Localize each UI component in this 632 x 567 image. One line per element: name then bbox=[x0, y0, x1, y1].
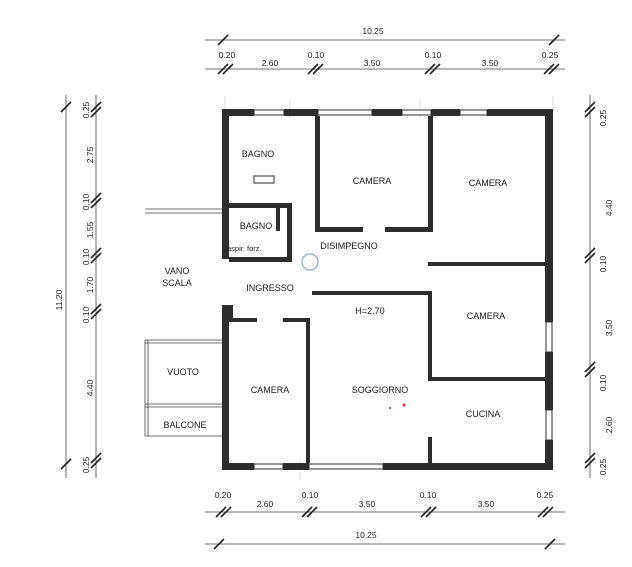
top-dim-4: 0.10 bbox=[425, 50, 442, 60]
bottom-dim-2: 0.10 bbox=[302, 490, 319, 500]
right-dim-4: 0.10 bbox=[598, 374, 608, 391]
room-label-vano: VANO bbox=[165, 266, 190, 276]
top-dim-1: 2.60 bbox=[262, 58, 279, 68]
room-label-vuoto: VUOTO bbox=[167, 367, 199, 377]
left-dim-7: 4.40 bbox=[85, 379, 95, 396]
bottom-dim-1: 2.60 bbox=[257, 499, 274, 509]
bottom-dim-3: 3.50 bbox=[359, 499, 376, 509]
top-dim-5: 3.50 bbox=[482, 58, 499, 68]
top-dim-0: 0.20 bbox=[219, 50, 236, 60]
exterior-areas bbox=[144, 208, 222, 437]
right-dim-2: 0.10 bbox=[598, 255, 608, 272]
room-label-balcone: BALCONE bbox=[163, 420, 206, 430]
room-label-altezza: H=2.70 bbox=[355, 306, 384, 316]
bottom-dim-6: 0.25 bbox=[537, 490, 554, 500]
bottom-dim-5: 3.50 bbox=[478, 499, 495, 509]
left-dim-4: 0.10 bbox=[81, 248, 91, 265]
room-label-bagno-2: BAGNO bbox=[240, 221, 273, 231]
room-label-camera-3: CAMERA bbox=[467, 311, 506, 321]
top-dim-6: 0.25 bbox=[542, 50, 559, 60]
bottom-total-dim: 10.25 bbox=[355, 530, 377, 540]
room-labels: BAGNO BAGNO aspir. forz. CAMERA CAMERA D… bbox=[162, 149, 507, 430]
room-label-soggiorno: SOGGIORNO bbox=[352, 385, 409, 395]
left-dim-6: 0.10 bbox=[81, 306, 91, 323]
left-dim-0: 0.25 bbox=[81, 101, 91, 118]
room-label-camera-1: CAMERA bbox=[353, 176, 392, 186]
right-dim-5: 2.60 bbox=[604, 416, 614, 433]
left-dim-2: 0.10 bbox=[81, 193, 91, 210]
room-label-aspiratore: aspir. forz. bbox=[227, 244, 262, 253]
top-total-dim: 10.25 bbox=[362, 26, 384, 36]
top-dim-3: 3.50 bbox=[364, 58, 381, 68]
left-dim-5: 1.70 bbox=[85, 276, 95, 293]
bottom-dimensions: 0.20 2.60 0.10 3.50 0.10 3.50 0.25 10.25 bbox=[205, 490, 565, 550]
left-total-dim: 11.20 bbox=[54, 289, 64, 310]
room-label-bagno-1: BAGNO bbox=[242, 149, 275, 159]
bottom-dim-0: 0.20 bbox=[215, 490, 232, 500]
left-dim-1: 2.75 bbox=[85, 146, 95, 163]
left-dim-8: 0.25 bbox=[81, 456, 91, 473]
top-dim-2: 0.10 bbox=[308, 50, 325, 60]
red-dot-mark-small bbox=[389, 407, 391, 409]
right-dim-1: 4.40 bbox=[604, 199, 614, 216]
bottom-dim-4: 0.10 bbox=[420, 490, 437, 500]
room-label-cucina: CUCINA bbox=[466, 409, 501, 419]
top-dimensions: 10.25 0.20 2.60 0.10 3.50 0.10 3.50 0.25 bbox=[205, 26, 565, 75]
room-label-disimpegno: DISIMPEGNO bbox=[320, 241, 378, 251]
room-label-ingresso: INGRESSO bbox=[246, 283, 294, 293]
watermark-mark bbox=[301, 253, 319, 271]
room-label-camera-2: CAMERA bbox=[469, 178, 508, 188]
room-label-camera-4: CAMERA bbox=[251, 385, 290, 395]
right-dim-0: 0.25 bbox=[598, 109, 608, 126]
right-dimensions: 0.25 4.40 0.10 3.50 0.10 2.60 0.25 bbox=[584, 95, 614, 478]
red-dot-mark bbox=[402, 403, 406, 407]
room-label-scala: SCALA bbox=[162, 278, 192, 288]
right-dim-6: 0.25 bbox=[598, 458, 608, 475]
right-dim-3: 3.50 bbox=[604, 319, 614, 336]
left-dimensions: 11.20 0.25 2.75 0.10 1.55 0.10 1.70 0.10… bbox=[54, 95, 102, 478]
left-dim-3: 1.55 bbox=[85, 221, 95, 238]
walls bbox=[222, 109, 553, 470]
